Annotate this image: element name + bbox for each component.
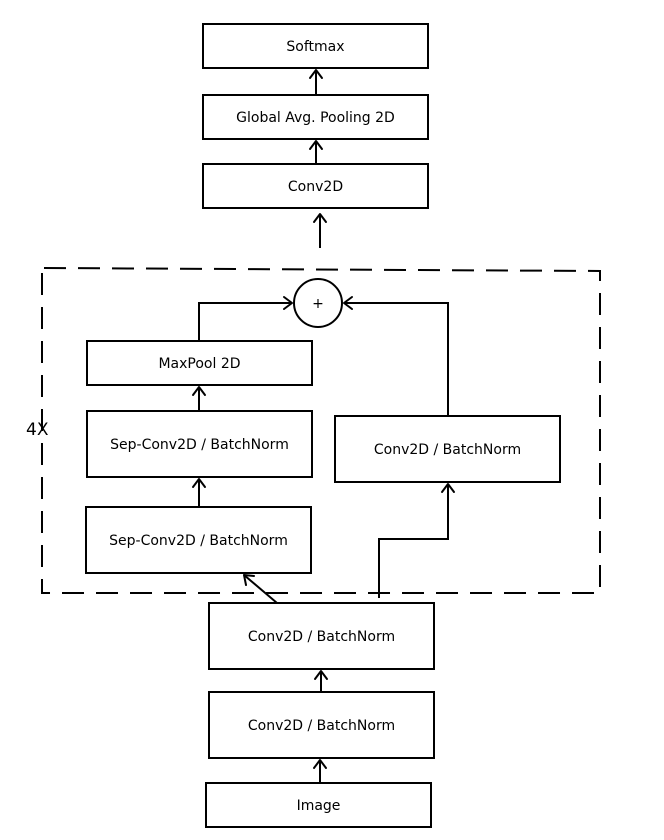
arrow-block-to-conv2d xyxy=(313,213,327,248)
global-pool-label: Global Avg. Pooling 2D xyxy=(236,110,395,126)
arrow-residual-to-add xyxy=(343,296,449,416)
sep-conv-upper-label: Sep-Conv2D / BatchNorm xyxy=(110,437,289,453)
repeat-label: 4X xyxy=(26,420,49,440)
add-symbol: + xyxy=(312,296,324,312)
arrow-conv-to-conv xyxy=(314,670,328,692)
global-pool-node: Global Avg. Pooling 2D xyxy=(202,94,429,140)
image-node: Image xyxy=(205,782,432,828)
entry-conv-lower-label: Conv2D / BatchNorm xyxy=(248,718,395,734)
arrow-maxpool-to-add xyxy=(198,296,293,341)
sep-conv-lower-label: Sep-Conv2D / BatchNorm xyxy=(109,533,288,549)
arrow-pool-to-softmax xyxy=(309,69,323,95)
conv2d-top-label: Conv2D xyxy=(288,179,343,195)
softmax-label: Softmax xyxy=(286,39,344,55)
softmax-node: Softmax xyxy=(202,23,429,69)
image-label: Image xyxy=(297,798,341,814)
maxpool-label: MaxPool 2D xyxy=(158,356,240,372)
arrow-image-to-conv xyxy=(313,759,327,783)
arrow-sepconv-to-sepconv xyxy=(192,478,206,507)
arrow-conv2d-to-pool xyxy=(309,140,323,164)
entry-conv-upper-label: Conv2D / BatchNorm xyxy=(248,629,395,645)
conv2d-top-node: Conv2D xyxy=(202,163,429,209)
arrow-entry-to-residual xyxy=(378,483,455,598)
sep-conv-lower-node: Sep-Conv2D / BatchNorm xyxy=(85,506,312,574)
maxpool-node: MaxPool 2D xyxy=(86,340,313,386)
sep-conv-upper-node: Sep-Conv2D / BatchNorm xyxy=(86,410,313,478)
entry-conv-lower-node: Conv2D / BatchNorm xyxy=(208,691,435,759)
add-node: + xyxy=(293,278,343,328)
repeat-block-border xyxy=(41,267,601,594)
entry-conv-upper-node: Conv2D / BatchNorm xyxy=(208,602,435,670)
arrow-sepconv-to-maxpool xyxy=(192,386,206,411)
residual-conv-label: Conv2D / BatchNorm xyxy=(374,442,521,458)
arrow-entry-to-sepconv xyxy=(243,574,278,604)
residual-conv-node: Conv2D / BatchNorm xyxy=(334,415,561,483)
